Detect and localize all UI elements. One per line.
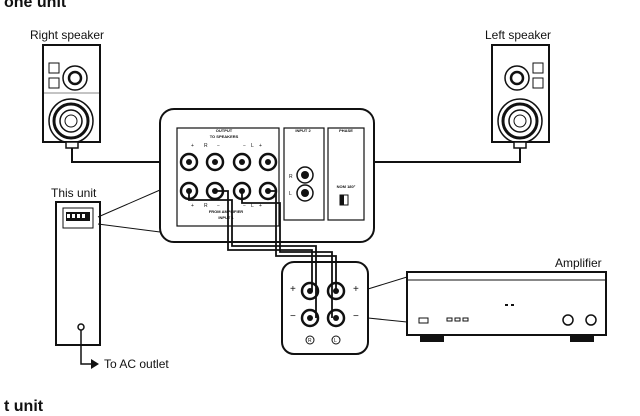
right-speaker-label: Right speaker: [30, 28, 105, 42]
minus-mark: −: [217, 203, 220, 209]
amplifier-label: Amplifier: [555, 256, 602, 270]
this-unit-illustration: [55, 201, 101, 365]
plus-mark: +: [191, 203, 194, 209]
amp-r-mark: R: [308, 338, 312, 344]
r-mark: R: [204, 143, 208, 149]
r-mark: R: [204, 203, 208, 209]
l-mark: L: [251, 143, 254, 149]
minus-mark: −: [243, 203, 246, 209]
amplifier-illustration: [406, 271, 607, 342]
rear-panel-callout: [97, 108, 375, 243]
amp-plus-right: +: [353, 284, 359, 295]
l-mark: L: [251, 203, 254, 209]
panel-texts: OUTPUT TO SPEAKERS INPUT 2 PHASE NOM 180…: [191, 128, 356, 220]
minus-mark: −: [217, 143, 220, 149]
plus-mark: +: [191, 143, 194, 149]
left-speaker-illustration: [491, 44, 550, 149]
to-speakers-text: TO SPEAKERS: [210, 134, 239, 139]
input1-text: INPUT 1: [218, 215, 234, 220]
amp-l-mark: L: [334, 338, 337, 344]
l-mark: L: [289, 191, 292, 197]
ac-arrow-icon: [91, 359, 99, 369]
from-amplifier-text: FROM AMPLIFIER: [209, 209, 243, 214]
this-unit-label: This unit: [51, 186, 97, 200]
ac-outlet-label: To AC outlet: [104, 357, 169, 371]
left-speaker-label: Left speaker: [485, 28, 552, 42]
plus-mark: +: [259, 143, 262, 149]
amp-plus-left: +: [290, 284, 296, 295]
amplifier-terminal-callout: R L: [281, 261, 408, 355]
phase-text: PHASE: [339, 128, 353, 133]
plus-mark: +: [259, 203, 262, 209]
amp-minus-right: −: [353, 311, 359, 322]
output-text: OUTPUT: [216, 128, 233, 133]
right-speaker-illustration: [42, 44, 101, 149]
input-cables: [188, 190, 337, 318]
input2-text: INPUT 2: [295, 128, 311, 133]
phase-setting-text: NOM 180°: [337, 184, 356, 189]
amp-minus-left: −: [290, 311, 296, 322]
bottom-heading: t unit: [4, 398, 44, 415]
r-mark: R: [289, 174, 293, 180]
minus-mark: −: [243, 143, 246, 149]
top-heading: one unit: [4, 0, 67, 11]
